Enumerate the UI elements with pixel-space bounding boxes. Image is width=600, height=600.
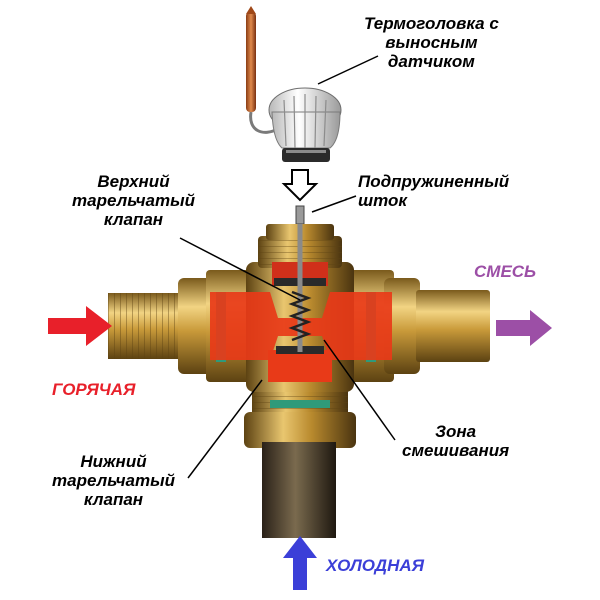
leader-lower-valve [187,379,263,479]
label-lower-valve-line-3: клапан [83,490,144,509]
label-thermohead-line-2: выносным [385,33,478,52]
label-upper-valve-line-2: тарельчатый [72,191,195,210]
flow-label-mix: СМЕСЬ [474,262,537,281]
leader-mixing-zone [323,339,396,441]
cold-inlet-pipe [244,370,356,538]
label-thermohead-line-1: Термоголовка с [364,14,499,33]
label-lower-valve-line-1: Нижний [80,452,147,471]
label-spring-stem-line-2: шток [358,191,408,210]
leader-lines [179,55,396,479]
actuation-arrow [281,169,319,202]
cutaway-interior [210,224,392,408]
label-spring-stem: Подпружиненный шток [358,172,509,210]
label-thermohead: Термоголовка с выносным датчиком [364,14,499,71]
label-mixing-zone-line-1: Зона [435,422,477,441]
label-lower-valve: Нижний тарельчатый клапан [52,452,175,509]
label-thermohead-line-3: датчиком [387,52,475,71]
leader-upper-valve [179,237,301,301]
label-upper-valve-line-3: клапан [103,210,164,229]
cold-flow-arrow [283,536,317,590]
leader-thermohead [317,55,379,85]
thermostatic-head [268,87,342,162]
label-spring-stem-line-1: Подпружиненный [358,172,510,191]
leader-stem [311,195,357,213]
label-mixing-zone: Зона смешивания [402,422,509,460]
flow-label-cold: ХОЛОДНАЯ [326,556,425,575]
flow-label-hot: ГОРЯЧАЯ [52,380,136,399]
label-lower-valve-line-2: тарельчатый [52,471,175,490]
label-mixing-zone-line-2: смешивания [402,441,510,460]
label-upper-valve: Верхний тарельчатый клапан [72,172,195,229]
stem-tip [295,205,305,225]
mix-flow-arrow [496,310,552,346]
hot-flow-arrow [48,306,112,346]
label-upper-valve-line-1: Верхний [97,172,170,191]
